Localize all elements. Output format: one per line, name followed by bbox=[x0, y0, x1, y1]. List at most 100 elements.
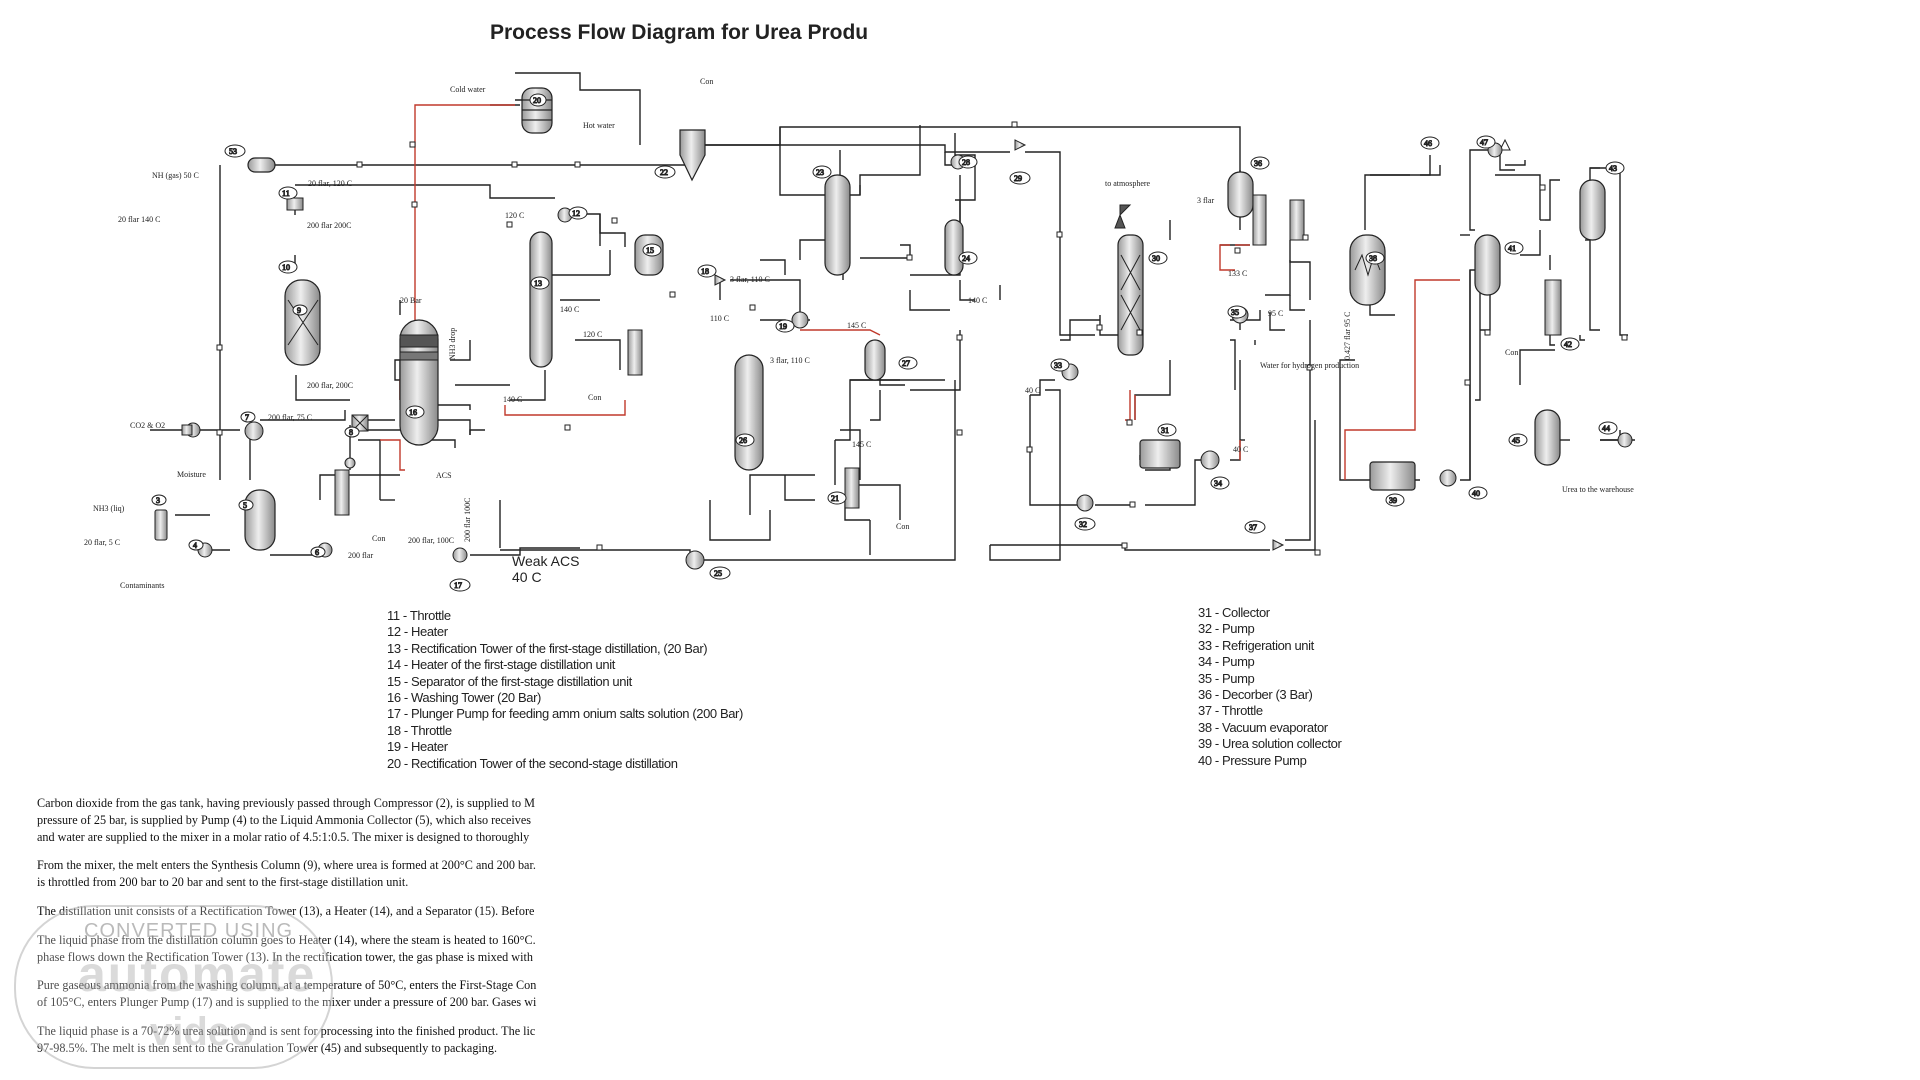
legend-item: 13 - Rectification Tower of the first-st… bbox=[387, 640, 708, 656]
column-24 bbox=[944, 219, 964, 276]
tag-21: 21 bbox=[827, 491, 847, 505]
tag-37: 37 bbox=[1244, 520, 1266, 534]
tag-label: 40 bbox=[1472, 489, 1480, 498]
label-nh3-liq: NH3 (liq) bbox=[93, 504, 125, 513]
tag-label: 12 bbox=[572, 209, 580, 218]
tag-label: 47 bbox=[1480, 138, 1488, 147]
tag-34: 34 bbox=[1210, 476, 1230, 490]
tag-24: 24 bbox=[958, 251, 978, 265]
tag-label: 33 bbox=[1054, 361, 1062, 370]
tag-label: 32 bbox=[1079, 520, 1087, 529]
legend-item: 12 - Heater bbox=[387, 624, 448, 640]
label-3flar-110b: 3 flar, 110 C bbox=[770, 356, 810, 365]
collector-5 bbox=[244, 489, 276, 551]
tag-label: 21 bbox=[831, 494, 839, 503]
description-paragraph: The distillation unit consists of a Rect… bbox=[37, 903, 619, 920]
pumps-valves bbox=[154, 139, 1633, 570]
label-140c: 140 C bbox=[560, 305, 579, 314]
label-con-right: Con bbox=[1505, 348, 1518, 357]
tag-label: 19 bbox=[779, 322, 787, 331]
tag-label: 5 bbox=[243, 501, 247, 510]
tag-53: 53 bbox=[224, 144, 246, 158]
vessel-43 bbox=[1579, 179, 1606, 241]
legend-item: 36 - Decorber (3 Bar) bbox=[1198, 687, 1313, 703]
legend-item: 14 - Heater of the first-stage distillat… bbox=[387, 657, 615, 673]
tag-5: 5 bbox=[238, 499, 254, 511]
tag-17: 17 bbox=[449, 578, 471, 592]
label-3flar-110: 3 flar, 110 C bbox=[730, 275, 770, 284]
tag-label: 30 bbox=[1152, 254, 1160, 263]
tag-label: 36 bbox=[1254, 159, 1262, 168]
tag-label: 7 bbox=[245, 413, 249, 422]
tag-15: 15 bbox=[642, 243, 662, 257]
label-20bar: 20 Bar bbox=[400, 296, 422, 305]
tag-45: 45 bbox=[1508, 433, 1528, 447]
junction-markers bbox=[216, 121, 1628, 556]
description-line: is throttled from 200 bar to 20 bar and … bbox=[37, 875, 409, 890]
page-title: Process Flow Diagram for Urea Produ bbox=[490, 21, 869, 44]
rectification-tower-13 bbox=[529, 231, 553, 368]
tag-label: 10 bbox=[282, 263, 290, 272]
tag-label: 17 bbox=[454, 581, 462, 590]
description-line: From the mixer, the melt enters the Synt… bbox=[37, 858, 536, 873]
tag-20: 20 bbox=[529, 93, 547, 107]
tag-44: 44 bbox=[1598, 421, 1618, 435]
tag-32: 32 bbox=[1074, 517, 1096, 531]
label-40c-b: 40 C bbox=[1233, 445, 1248, 454]
tag-30: 30 bbox=[1148, 251, 1168, 265]
label-110c: 110 C bbox=[710, 314, 729, 323]
tag-label: 9 bbox=[297, 306, 301, 315]
watermark-badge bbox=[14, 905, 333, 1069]
label-200flar: 200 flar bbox=[348, 551, 373, 560]
label-weak-acs: Weak ACS bbox=[512, 553, 579, 569]
watermark-converted-text: CONVERTED USING bbox=[84, 920, 294, 942]
legend-item: 15 - Separator of the first-stage distil… bbox=[387, 673, 632, 689]
watermark-brand-text: automate bbox=[78, 946, 317, 1002]
tag-33: 33 bbox=[1050, 358, 1070, 372]
tag-26: 26 bbox=[735, 433, 755, 447]
tag-27: 27 bbox=[898, 356, 918, 370]
description-line: pressure of 25 bar, is supplied by Pump … bbox=[37, 812, 532, 827]
tag-11: 11 bbox=[278, 186, 298, 200]
rectification-tower-20 bbox=[734, 354, 764, 471]
tag-23: 23 bbox=[812, 165, 832, 179]
legend-item: 32 - Pump bbox=[1198, 621, 1255, 637]
label-145c-b: 145 C bbox=[852, 440, 871, 449]
label-20flar-140: 20 flar 140 C bbox=[118, 215, 160, 224]
legend-item: 33 - Refrigeration unit bbox=[1198, 637, 1314, 653]
legend-item: 38 - Vacuum evaporator bbox=[1198, 719, 1328, 735]
tag-25: 25 bbox=[709, 566, 731, 580]
tag-9: 9 bbox=[292, 304, 308, 316]
tag-label: 39 bbox=[1389, 496, 1397, 505]
tag-12: 12 bbox=[568, 206, 588, 220]
watermark-video-text: video bbox=[150, 1010, 255, 1054]
tag-label: 31 bbox=[1161, 426, 1169, 435]
tag-label: 22 bbox=[660, 168, 668, 177]
tag-label: 13 bbox=[534, 279, 542, 288]
description-line: Carbon dioxide from the gas tank, having… bbox=[37, 796, 535, 810]
tag-label: 53 bbox=[229, 147, 237, 156]
tag-39: 39 bbox=[1385, 493, 1405, 507]
tag-label: 43 bbox=[1609, 164, 1617, 173]
tag-label: 35 bbox=[1231, 308, 1239, 317]
tag-label: 15 bbox=[646, 246, 654, 255]
label-120c: 120 C bbox=[505, 211, 524, 220]
legend-item: 16 - Washing Tower (20 Bar) bbox=[387, 690, 541, 706]
label-200flar-100: 200 flar, 100C bbox=[408, 536, 454, 545]
vessel-30 bbox=[1117, 234, 1144, 356]
stream-labels: Cold water Hot water Con NH (gas) 50 C 2… bbox=[84, 77, 1634, 590]
legend-item: 31 - Collector bbox=[1198, 605, 1270, 620]
tag-43: 43 bbox=[1605, 161, 1625, 175]
urea-collector-39 bbox=[1369, 461, 1416, 491]
tag-7: 7 bbox=[240, 411, 256, 423]
collector-31 bbox=[1139, 439, 1181, 469]
label-200flar-100b: 200 flar 100C bbox=[463, 498, 472, 542]
tag-label: 24 bbox=[962, 254, 970, 263]
cyclone-22 bbox=[679, 129, 706, 182]
tag-label: 20 bbox=[533, 96, 541, 105]
tag-46: 46 bbox=[1420, 136, 1440, 150]
tag-4: 4 bbox=[188, 539, 204, 551]
label-urea-warehouse: Urea to the warehouse bbox=[1562, 485, 1634, 494]
description-line: Pure gaseous ammonia from the washing co… bbox=[37, 978, 537, 993]
